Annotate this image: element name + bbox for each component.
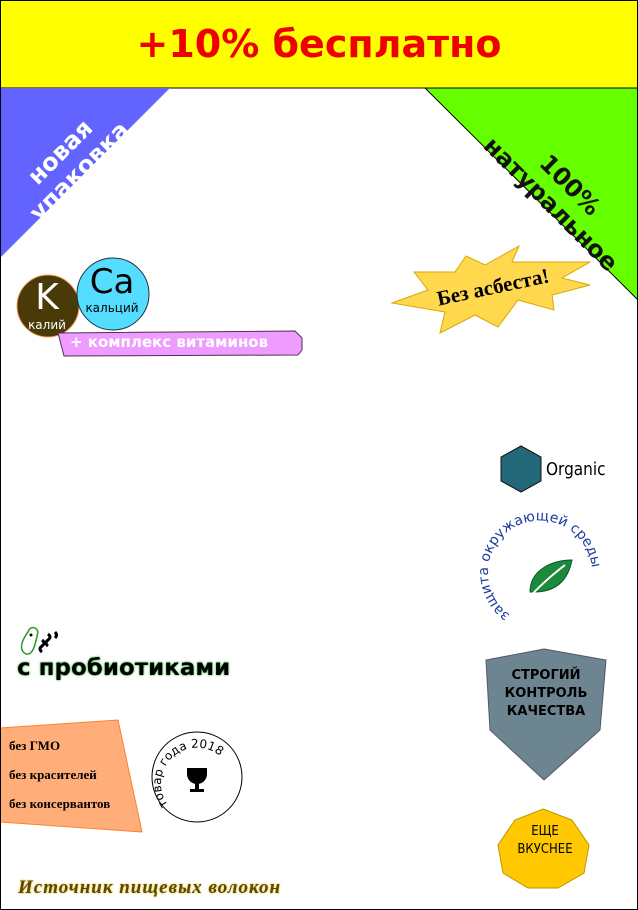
vitamins-ribbon — [57, 330, 303, 357]
quality-shield-label: СТРОГИЙ КОНТРОЛЬ КАЧЕСТВА — [486, 667, 606, 721]
promo-banner-bg — [0, 0, 638, 89]
probiotics-label: с пробиотиками — [17, 655, 231, 681]
calcium-circle — [76, 257, 150, 331]
free-from-item: без ГМО — [9, 738, 61, 753]
promo-banner: +10% бесплатно — [136, 22, 502, 66]
quality-line: КАЧЕСТВА — [506, 704, 586, 719]
tastier-badge-label: ЕЩЕ ВКУСНЕЕ — [505, 823, 586, 859]
quality-line: КОНТРОЛЬ — [504, 686, 588, 701]
vitamins-label: + комплекс витаминов — [70, 333, 269, 351]
trophy-icon — [187, 768, 207, 792]
potassium-symbol: K — [35, 277, 59, 318]
quality-line: СТРОГИЙ — [511, 668, 581, 683]
potassium-name: калий — [28, 318, 66, 332]
tastier-line: ЕЩЕ — [531, 824, 559, 839]
asbestos-starburst — [390, 244, 592, 334]
tastier-line: ВКУСНЕЕ — [517, 842, 573, 857]
organic-badge: Organic — [546, 459, 606, 480]
calcium-symbol: Ca — [89, 262, 135, 302]
free-from-item: без красителей — [9, 767, 97, 782]
free-from-panel — [0, 719, 143, 833]
natural-corner — [423, 87, 638, 301]
tastier-heptagon — [497, 808, 590, 889]
free-from-item: без консервантов — [9, 796, 111, 811]
leaf-icon — [526, 559, 573, 601]
quality-shield — [485, 648, 607, 781]
organic-hexagon — [500, 445, 542, 493]
new-pack-corner — [0, 88, 170, 258]
bacteria-icon — [20, 626, 58, 655]
fiber-source-label: Источник пищевых волокон — [18, 877, 282, 898]
calcium-name: кальций — [85, 301, 139, 315]
